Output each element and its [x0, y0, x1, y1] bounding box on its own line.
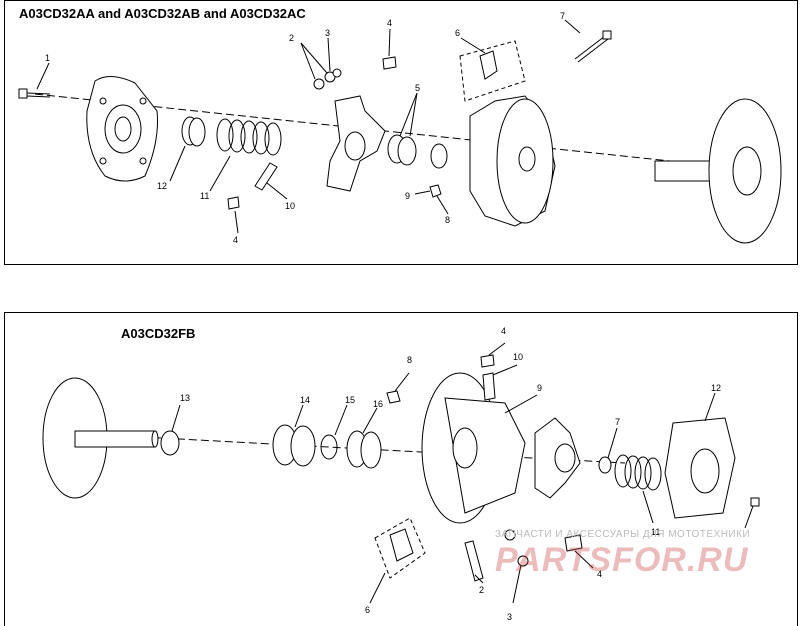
top-leader-lines: [36, 19, 581, 234]
part-spring-11: [216, 118, 282, 156]
callout-9: 9: [405, 191, 410, 201]
callout-7b: 7: [615, 417, 620, 427]
part-bolt-b: [744, 497, 760, 529]
part-spring-11b: [614, 454, 662, 491]
part-cover-12b: [664, 417, 736, 519]
callout-15: 15: [345, 395, 355, 405]
part-bushing-16: [346, 430, 382, 469]
part-weight-6: [479, 50, 498, 80]
watermark-tagline: ЗАПЧАСТИ И АКСЕССУАРЫ ДЛЯ МОТОТЕХНИКИ: [495, 529, 751, 540]
part-bolt-7: [574, 30, 612, 63]
part-washers-2-3: [313, 68, 342, 90]
callout-4c: 4: [501, 326, 506, 336]
callout-2b: 2: [479, 585, 484, 595]
part-washer-7: [598, 456, 612, 474]
bottom-diagram-panel: A03CD32FB: [4, 312, 798, 626]
part-moveable-sheave: [469, 95, 556, 227]
top-callout-numbers: 1 2 3 4 5 6 7 12 11 10 4 9 8: [45, 11, 565, 245]
callout-12b: 12: [711, 383, 721, 393]
part-ring-15: [320, 434, 338, 460]
part-cap-4b: [382, 56, 397, 70]
callout-13: 13: [180, 393, 190, 403]
part-moveable-sheave-b: [421, 372, 526, 524]
callout-2: 2: [289, 33, 294, 43]
callout-11b: 11: [651, 527, 660, 537]
callout-6b: 6: [365, 605, 370, 615]
part-nut-8b: [386, 390, 401, 404]
callout-4b: 4: [233, 235, 238, 245]
top-diagram-panel: A03CD32AA and A03CD32AB and A03CD32AC: [4, 0, 798, 265]
part-bushing-14: [272, 424, 316, 467]
part-spider-5: [326, 95, 386, 192]
callout-12: 12: [157, 181, 167, 191]
callout-4: 4: [387, 18, 392, 28]
part-bracket-6b-outline: [374, 517, 426, 579]
top-exploded-view: 1 2 3 4 5 6 7 12 11 10 4 9 8: [18, 11, 782, 245]
callout-11: 11: [200, 191, 209, 201]
top-diagram-title: A03CD32AA and A03CD32AB and A03CD32AC: [19, 6, 306, 21]
part-pin-10: [254, 162, 278, 191]
part-fixed-sheave: [654, 98, 782, 244]
callout-16: 16: [373, 399, 383, 409]
part-bracket-6-outline: [459, 40, 526, 102]
part-fixed-sheave-b: [42, 377, 159, 499]
part-cap-4c: [480, 354, 495, 368]
part-pin-10b: [482, 372, 496, 401]
callout-14: 14: [300, 395, 310, 405]
callout-6: 6: [455, 28, 460, 38]
callout-5: 5: [415, 83, 420, 93]
part-spider-b: [534, 417, 581, 499]
callout-9b: 9: [537, 383, 542, 393]
bottom-diagram-title: A03CD32FB: [121, 326, 196, 341]
callout-8b: 8: [407, 355, 412, 365]
callout-3b: 3: [507, 612, 512, 622]
part-bolt-1: [18, 88, 51, 99]
part-pieces-2-3b: [464, 529, 583, 582]
callout-10: 10: [285, 201, 295, 211]
callout-4d: 4: [597, 569, 602, 579]
callout-8: 8: [445, 215, 450, 225]
bottom-exploded-view: 13 14 15 16 8 4 10 9 7 12 11 6 2 3 4: [42, 326, 760, 622]
part-bushings-5: [387, 134, 448, 169]
part-cap-4a: [227, 196, 240, 210]
part-nut-8: [429, 184, 442, 198]
callout-1: 1: [45, 53, 50, 63]
watermark-logo: PARTSFOR.RU: [495, 541, 749, 579]
callout-3: 3: [325, 28, 330, 38]
part-bushing-12: [181, 116, 206, 147]
bottom-leader-lines: [171, 342, 716, 604]
callout-7: 7: [560, 11, 565, 21]
bottom-callout-numbers: 13 14 15 16 8 4 10 9 7 12 11 6 2 3 4: [180, 326, 721, 622]
part-washer-13: [160, 430, 180, 456]
part-cover-spider: [86, 76, 158, 182]
callout-10b: 10: [513, 352, 523, 362]
top-center-axis: [34, 93, 766, 172]
part-weight-6b: [389, 528, 414, 562]
